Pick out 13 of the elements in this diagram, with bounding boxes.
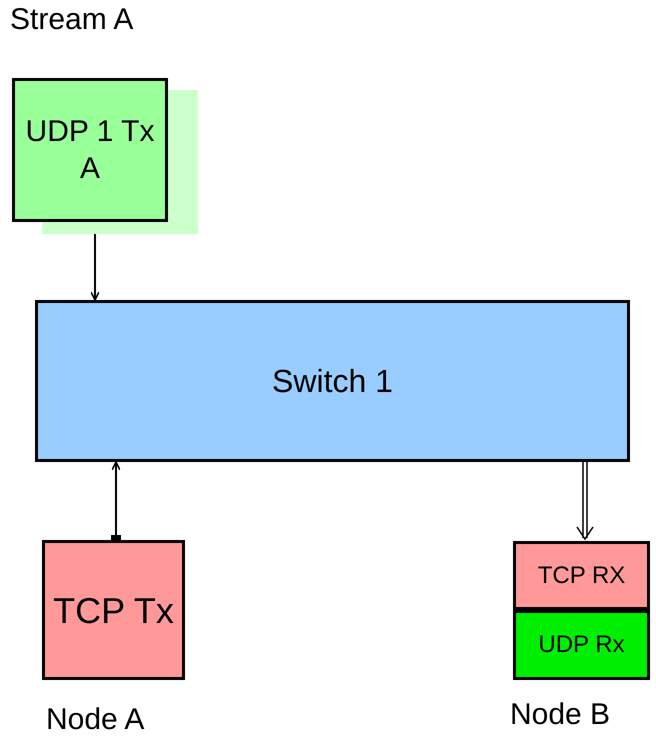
node-label: UDP 1 Tx A: [24, 114, 156, 187]
node-box: [42, 540, 185, 680]
node-label: TCP RX: [538, 560, 626, 590]
node-box: [12, 78, 168, 222]
node-label: UDP Rx: [538, 630, 625, 660]
node-caption: Node A: [46, 705, 144, 735]
node-label: TCP Tx: [53, 588, 174, 632]
node-box: [35, 300, 630, 462]
node-caption: Node B: [510, 700, 610, 730]
node-box: [513, 610, 650, 680]
node-box: [513, 541, 650, 610]
node-caption: Stream A: [10, 5, 134, 35]
node-label: Switch 1: [272, 362, 393, 401]
